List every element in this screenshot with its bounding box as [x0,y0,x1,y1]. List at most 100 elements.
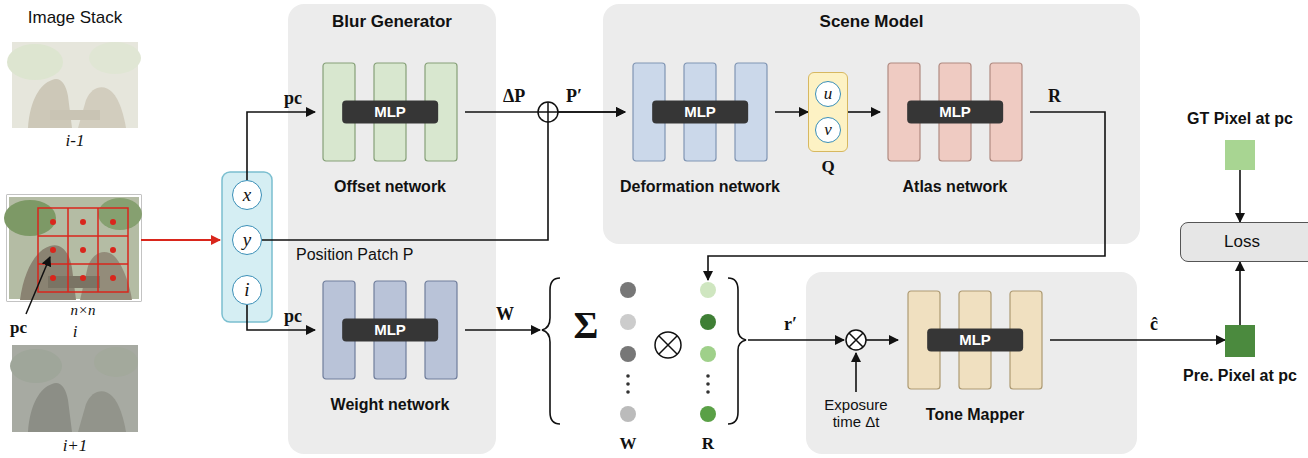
times-symbol [655,330,866,358]
annotation: Σ [574,304,599,348]
edge-label: ΔP [503,86,525,107]
annotation: i [73,322,78,342]
figure-part [28,79,72,128]
network-name: Deformation network [620,178,780,196]
connector [1050,339,1225,341]
variable-label: y [233,229,261,251]
network-name: Tone Mapper [926,406,1024,424]
panel-ground [603,4,1140,244]
figure-part [110,247,116,253]
network-block: MLPOffset network [315,62,465,162]
edge-label: pc [284,88,302,109]
figure-part [728,278,746,424]
annotation: Exposure time Δt [814,396,898,431]
mlp-tag: MLP [342,318,438,341]
edge-label: Position Patch P [296,246,413,264]
connector [247,305,315,330]
connector [1239,262,1241,325]
connector [848,111,880,113]
network-name: Weight network [331,396,450,414]
annotation: W [620,434,637,454]
figure-part [80,247,86,253]
figure-part [706,382,710,386]
figure-part [10,349,62,383]
figure-part [855,353,857,392]
panel-ground [288,4,496,454]
figure-part [620,282,636,298]
network-block: MLPDeformation network [625,62,775,162]
variable-label: u [816,84,840,104]
loss-label: Loss [1163,232,1308,252]
annotation: r′ [784,314,797,335]
circle-node: i [232,275,262,305]
figure-part [4,200,56,236]
figure-part [626,374,630,378]
panel-title: Scene Model [820,12,924,32]
figure-part [50,219,56,225]
square-node: GT Pixel at pc [1225,140,1255,170]
panel-ground [806,272,1137,454]
annotation: P′ [566,86,582,107]
annotation: pc [10,318,27,338]
figure-part [94,347,138,377]
figure-part [659,336,677,354]
figure-part [50,219,116,281]
figure-part [700,406,716,422]
figure-part [7,44,63,80]
qbox-node: Quv [808,72,848,152]
figure-part [538,102,558,122]
annotation: R [702,434,714,454]
latent-label: Q [821,157,834,177]
figure-part [38,208,128,292]
figure-part [50,247,56,253]
figure-part [50,275,56,281]
annotation: Image Stack [28,8,123,28]
figure-part [849,333,863,347]
circle-node: x [232,180,262,210]
figure-part [620,406,636,422]
figure-part [465,329,540,331]
figure-part [706,374,710,378]
figure-part [700,314,716,330]
image-stack [4,42,220,432]
figure-part [98,198,142,230]
circle-node: u [815,81,841,107]
panel-node: Scene ModelMLPDeformation networkQuvMLPA… [603,4,1140,244]
connector [775,111,808,113]
square-node: Pre. Pixel at pc [1225,325,1255,357]
figure-part [626,390,630,394]
figure-part [78,391,126,432]
variable-label: x [233,184,261,206]
figure-part [78,87,126,128]
connector [1239,170,1241,222]
annotation: n×n [70,302,95,319]
figure-part [50,110,100,120]
weight-dots [620,282,716,422]
input-box [222,172,272,322]
annotation: R [1048,86,1061,107]
connector [247,112,315,180]
figure-part [542,278,560,424]
plus-symbol [538,102,558,122]
network-block: MLPWeight network [315,280,465,380]
figure-part [846,330,866,350]
variable-label: v [816,120,840,140]
figure-part [620,314,636,330]
figure-part [80,252,132,300]
edge-label: pc [284,306,302,327]
annotation: W [496,304,514,325]
figure-part [620,346,636,362]
annotation: i+1 [63,436,88,456]
figure-part [110,275,116,281]
figure-part [655,332,681,358]
figure-part [26,257,50,314]
panel-node: Blur GeneratorMLPOffset networkMLPWeight… [288,4,496,454]
network-block: MLPTone Mapper [900,290,1050,390]
figure-part [28,383,72,432]
panel-title: Blur Generator [332,12,452,32]
network-name: Atlas network [903,178,1008,196]
figure-part [700,282,716,298]
figure-part [538,102,558,122]
figure-part [866,339,898,341]
